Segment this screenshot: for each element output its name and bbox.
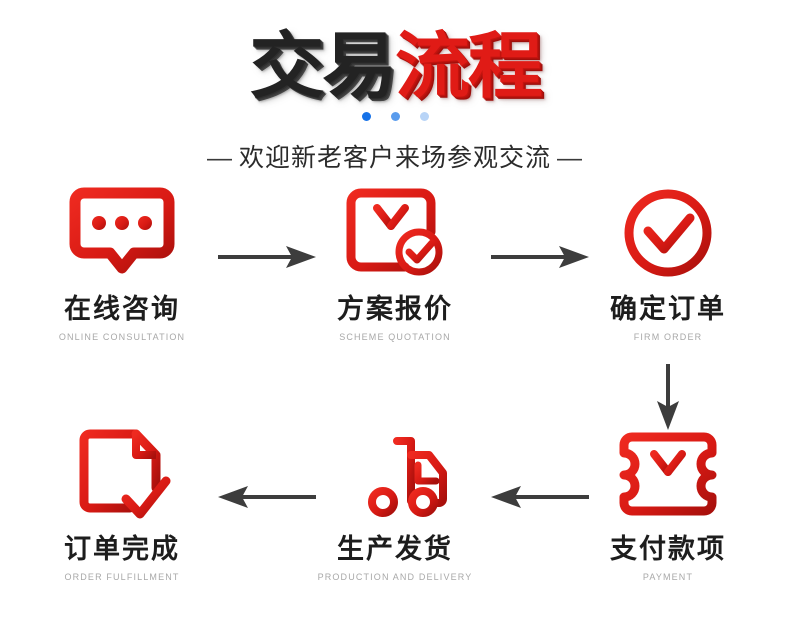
arrow-down-1-icon [638,362,698,432]
flow-step-online-consultation[interactable]: 在线咨询 ONLINE CONSULTATION [22,185,222,344]
arrow-left-1-icon [212,477,322,517]
step-label-en: ORDER FULFILLMENT [64,572,180,582]
subtitle-text: 欢迎新老客户来场参观交流 [238,144,551,172]
header-section: 交易流程 —欢迎新老客户来场参观交流— [0,0,790,180]
flow-step-payment[interactable]: 支付款项 PAYMENT [568,425,768,584]
step-label-cn: 订单完成 [64,534,180,565]
flow-step-production-delivery[interactable]: 生产发货 PRODUCTION AND DELIVERY [295,425,495,584]
step-label-cn: 生产发货 [337,534,453,565]
subtitle-dash-right: — [557,144,583,172]
title-dark-part: 交易 [249,24,397,108]
quote-document-yen-check-icon [295,185,495,285]
arrow-right-1-icon [212,237,322,277]
page-title: 交易流程 [0,22,790,112]
flow-row-bottom: 订单完成 ORDER FULFILLMENT [0,425,790,625]
check-circle-icon [568,185,768,285]
step-label-en: PRODUCTION AND DELIVERY [317,572,473,582]
step-label-en: SCHEME QUOTATION [339,332,451,342]
document-check-icon [22,425,222,525]
decorative-dots [0,112,790,121]
step-label-cn: 方案报价 [337,294,453,325]
step-label-cn: 在线咨询 [64,294,180,325]
step-label-cn: 确定订单 [610,294,726,325]
arrow-left-2-icon [485,477,595,517]
dot-2-icon [390,112,400,121]
step-label-en: PAYMENT [642,572,694,582]
flow-step-order-fulfillment[interactable]: 订单完成 ORDER FULFILLMENT [22,425,222,584]
step-label-en: FIRM ORDER [633,332,703,342]
title-red-part: 流程 [395,24,543,108]
flow-row-top: 在线咨询 ONLINE CONSULTATION [0,185,790,385]
flow-step-scheme-quotation[interactable]: 方案报价 SCHEME QUOTATION [295,185,495,344]
step-label-en: ONLINE CONSULTATION [58,332,186,342]
flow-step-firm-order[interactable]: 确定订单 FIRM ORDER [568,185,768,344]
delivery-truck-icon [295,425,495,525]
ticket-yen-icon [568,425,768,525]
step-label-cn: 支付款项 [610,534,726,565]
arrow-right-2-icon [485,237,595,277]
page-subtitle: —欢迎新老客户来场参观交流— [0,138,790,174]
dot-1-icon [361,112,371,121]
chat-bubble-icon [22,185,222,285]
subtitle-dash-left: — [206,144,233,172]
dot-3-icon [419,112,429,121]
